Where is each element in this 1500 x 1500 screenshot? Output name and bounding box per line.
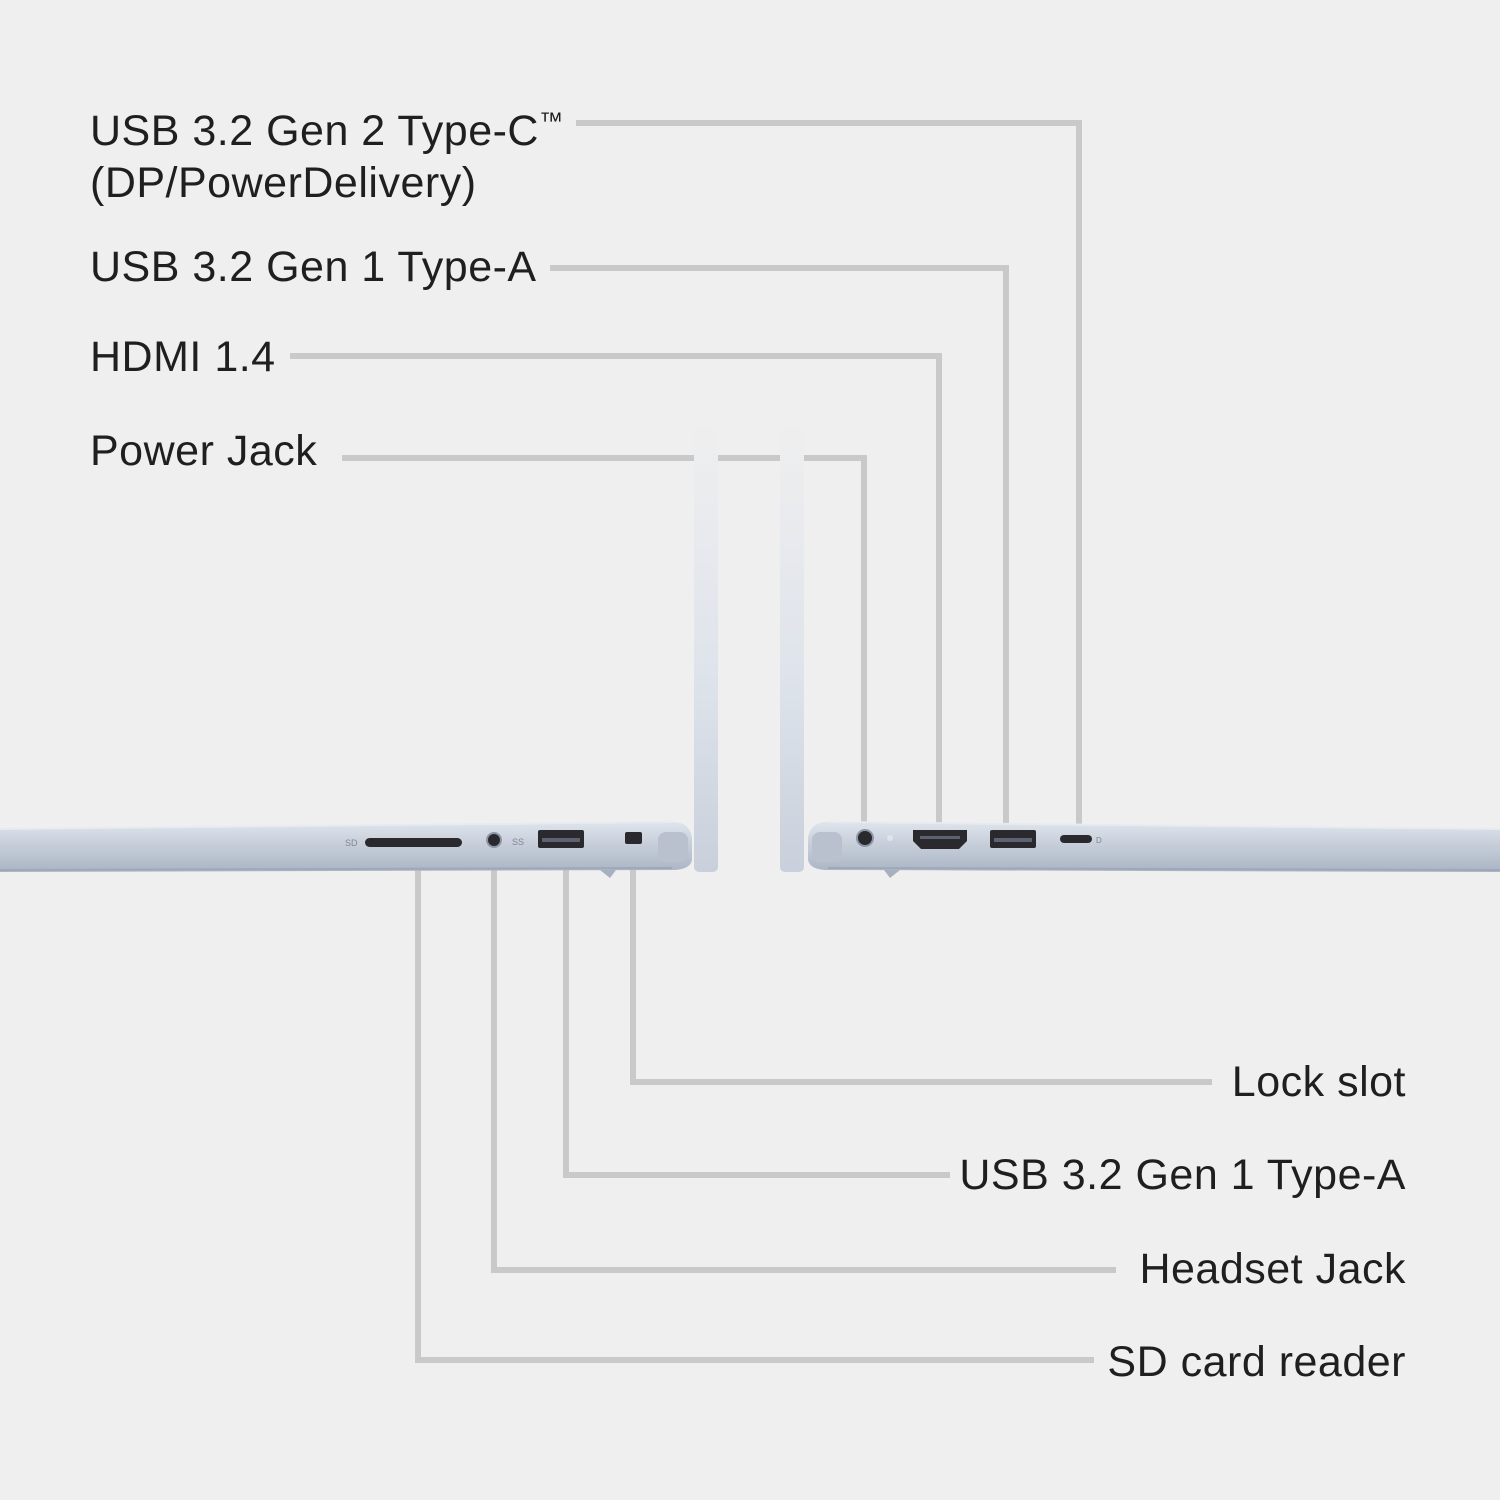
label-hdmi: HDMI 1.4 <box>90 333 276 381</box>
label-usb-a-left: USB 3.2 Gen 1 Type-A <box>959 1151 1406 1199</box>
usb-c-marking: D <box>1096 836 1102 845</box>
hdmi-port <box>913 830 967 849</box>
label-usb-c: USB 3.2 Gen 2 Type-C™ (DP/PowerDelivery) <box>90 96 564 209</box>
power-jack-port <box>856 829 874 847</box>
sd-card-slot <box>365 838 462 847</box>
leader-usb-c <box>576 120 1082 838</box>
left-laptop-hinge <box>658 832 688 862</box>
label-usb-c-line1: USB 3.2 Gen 2 Type-C <box>90 107 539 155</box>
right-laptop-lid <box>780 420 804 872</box>
label-usb-c-line2: (DP/PowerDelivery) <box>90 159 477 207</box>
leader-sd-reader <box>415 850 1094 1363</box>
label-power-jack: Power Jack <box>90 427 318 475</box>
right-laptop-hinge <box>812 832 842 862</box>
left-laptop-base <box>0 822 692 872</box>
lower-leader-lines <box>415 850 1212 1363</box>
leader-power-jack <box>342 455 867 838</box>
right-laptop: D <box>780 420 1500 878</box>
usb-c-port <box>1060 835 1092 843</box>
leader-lock-slot <box>630 850 1212 1085</box>
label-sd-reader: SD card reader <box>1107 1338 1406 1386</box>
right-laptop-base <box>808 822 1500 872</box>
trademark-mark: ™ <box>539 108 564 135</box>
leader-headset-jack <box>491 850 1116 1273</box>
leader-hdmi <box>290 353 942 838</box>
leader-usb-a-left <box>563 850 950 1178</box>
sd-marking: SD <box>345 838 358 848</box>
usb-ss-marking-left: SS <box>512 837 524 847</box>
label-headset-jack: Headset Jack <box>1139 1245 1406 1293</box>
left-laptop-lid <box>694 420 718 872</box>
upper-leader-lines <box>290 120 1082 838</box>
label-usb-a-right: USB 3.2 Gen 1 Type-A <box>90 243 537 291</box>
label-lock-slot: Lock slot <box>1231 1058 1406 1106</box>
leader-usb-a-right <box>550 265 1009 838</box>
power-led <box>887 835 893 841</box>
headset-jack-port <box>486 832 502 848</box>
lock-slot-port <box>625 832 642 844</box>
left-laptop: SD SS <box>0 420 718 878</box>
